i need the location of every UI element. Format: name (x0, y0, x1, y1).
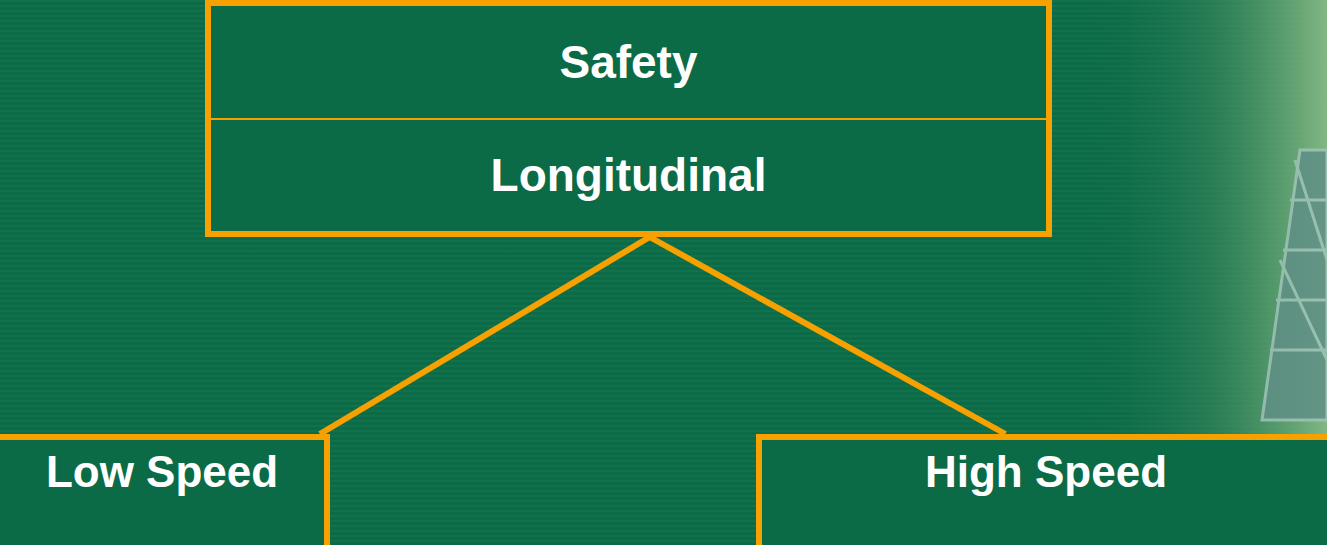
box-heading: High Speed (925, 447, 1167, 497)
box-heading: Low Speed (46, 447, 278, 497)
process-box: High Speed (756, 434, 1327, 545)
process-box: SafetyLongitudinal (205, 0, 1052, 237)
tower-illustration (1262, 150, 1327, 420)
connector-line (320, 237, 650, 434)
process-box: Low Speed (0, 434, 330, 545)
box-label: Longitudinal (491, 148, 767, 202)
connector-line (650, 237, 1006, 434)
box-heading: Safety (559, 35, 697, 89)
box-section: Low Speed (0, 440, 324, 503)
box-section: Longitudinal (211, 118, 1046, 232)
box-section: High Speed (762, 440, 1327, 503)
box-section: Safety (211, 6, 1046, 118)
